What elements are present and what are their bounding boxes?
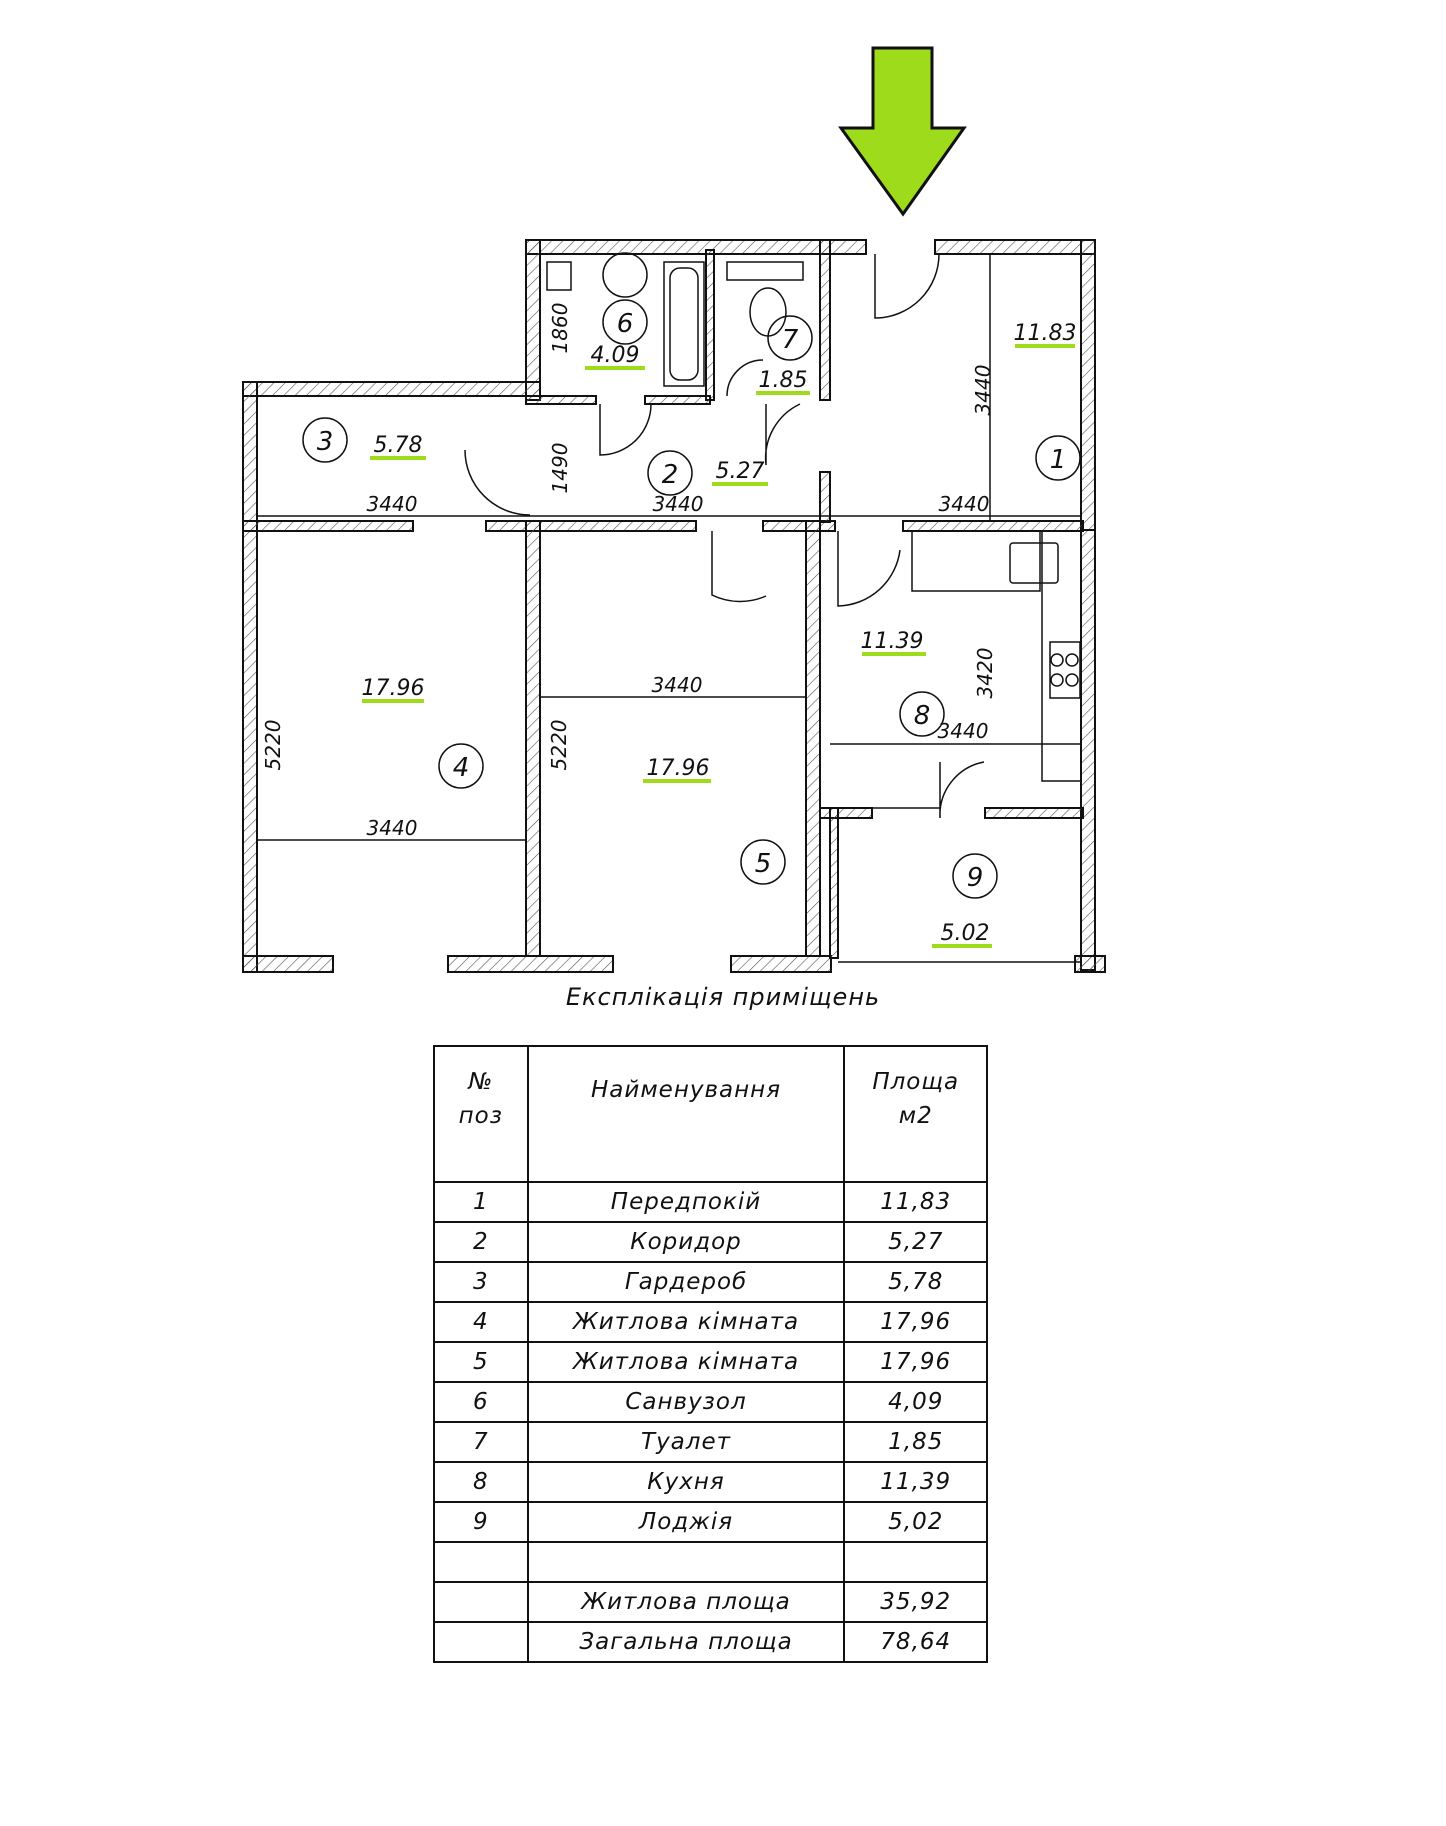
entrance-arrow-icon — [838, 46, 967, 217]
room-number: 3 — [317, 427, 334, 457]
row-area: 17,96 — [843, 1341, 988, 1383]
total-value: 78,64 — [843, 1621, 988, 1663]
row-pos: 5 — [433, 1341, 529, 1383]
room-number: 4 — [453, 753, 470, 783]
row-pos: 9 — [433, 1501, 529, 1543]
row-area: 11,83 — [843, 1181, 988, 1223]
room-number: 1 — [1050, 445, 1067, 475]
dimension-labels: 1860 3440 1490 3440 3440 3440 5220 3440 … — [261, 303, 997, 840]
header-position-line2: поз — [458, 1103, 503, 1129]
dimension-label: 3440 — [938, 719, 989, 743]
row-pos: 8 — [433, 1461, 529, 1503]
room-numbers: 1 2 3 4 5 6 7 8 9 — [302, 299, 1081, 899]
header-name: Найменування — [526, 1045, 846, 1183]
total-value: 35,92 — [843, 1581, 988, 1623]
dimension-label: 5220 — [261, 720, 285, 771]
room-area: 17.96 — [362, 676, 425, 701]
total-label: Житлова площа — [526, 1581, 846, 1623]
room-number: 7 — [782, 325, 799, 355]
row-name: Житлова кімната — [526, 1341, 846, 1383]
header-position-line1: № — [468, 1069, 494, 1095]
row-area: 5,02 — [843, 1501, 988, 1543]
total-pos — [433, 1621, 529, 1663]
row-pos: 6 — [433, 1381, 529, 1423]
dimension-label: 3420 — [973, 648, 997, 699]
row-pos — [433, 1541, 529, 1583]
table-row-empty — [433, 1541, 988, 1583]
row-name: Санвузол — [526, 1381, 846, 1423]
row-area: 5,78 — [843, 1261, 988, 1303]
row-name: Передпокій — [526, 1181, 846, 1223]
row-name: Житлова кімната — [526, 1301, 846, 1343]
dimension-label: 1860 — [548, 303, 572, 354]
row-name: Туалет — [526, 1421, 846, 1463]
header-name-label: Найменування — [590, 1077, 782, 1103]
fixture-lines — [257, 252, 1082, 963]
row-name: Лоджія — [526, 1501, 846, 1543]
row-area: 11,39 — [843, 1461, 988, 1503]
row-area: 4,09 — [843, 1381, 988, 1423]
row-name: Кухня — [526, 1461, 846, 1503]
header-area-line1: Площа — [872, 1069, 960, 1095]
dimension-label: 3440 — [367, 492, 418, 516]
row-name — [526, 1541, 846, 1583]
row-area: 5,27 — [843, 1221, 988, 1263]
dimension-label: 3440 — [939, 492, 990, 516]
room-number: 2 — [662, 460, 679, 490]
total-pos — [433, 1581, 529, 1623]
room-area: 4.09 — [591, 343, 640, 368]
header-area: Площа м2 — [843, 1045, 988, 1183]
room-areas: 11.83 5.27 5.78 17.96 17.96 4.09 1.85 11… — [362, 321, 1077, 948]
room-number: 9 — [967, 863, 984, 893]
row-name: Гардероб — [526, 1261, 846, 1303]
dimension-label: 1490 — [548, 443, 572, 494]
total-label: Загальна площа — [526, 1621, 846, 1663]
room-area: 11.39 — [861, 629, 924, 654]
row-area: 17,96 — [843, 1301, 988, 1343]
room-area: 17.96 — [647, 756, 710, 781]
row-area — [843, 1541, 988, 1583]
dimension-label: 5220 — [547, 720, 571, 771]
dimension-label: 3440 — [652, 673, 703, 697]
room-area: 1.85 — [759, 368, 808, 393]
dimension-label: 3440 — [971, 365, 995, 416]
explication-caption: Експлікація приміщень — [565, 983, 881, 1011]
row-name: Коридор — [526, 1221, 846, 1263]
table-header-row: № поз Найменування Площа м2 — [433, 1045, 988, 1183]
walls — [242, 239, 1106, 973]
row-pos: 7 — [433, 1421, 529, 1463]
dimension-label: 3440 — [653, 492, 704, 516]
floor-plan: 1 2 3 4 5 6 7 8 9 11.83 5.27 5.78 17.96 … — [242, 46, 1106, 973]
row-area: 1,85 — [843, 1421, 988, 1463]
room-number: 5 — [755, 849, 772, 879]
row-pos: 1 — [433, 1181, 529, 1223]
room-area: 5.02 — [941, 921, 990, 946]
header-area-line2: м2 — [898, 1103, 933, 1129]
room-area: 5.78 — [374, 433, 423, 458]
room-number: 8 — [914, 701, 931, 731]
row-pos: 2 — [433, 1221, 529, 1263]
room-area: 11.83 — [1014, 321, 1077, 346]
header-position: № поз — [433, 1045, 529, 1183]
row-pos: 3 — [433, 1261, 529, 1303]
room-area: 5.27 — [716, 459, 765, 484]
room-number: 6 — [617, 309, 634, 339]
row-pos: 4 — [433, 1301, 529, 1343]
dimension-label: 3440 — [367, 816, 418, 840]
